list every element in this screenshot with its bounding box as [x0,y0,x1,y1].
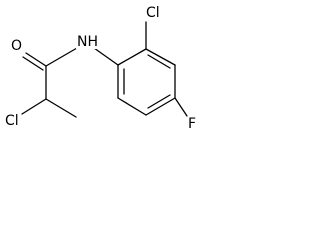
ring-chlorine-label: Cl [145,5,161,21]
amide-nitrogen-label: NH [76,34,99,50]
bond-alpha-methyl [45,98,77,118]
ring-bond-c4-c5 [145,97,176,116]
alpha-chlorine-label: Cl [4,113,20,129]
bond-carbonyl-nitrogen [45,47,78,67]
fluorine-label: F [187,116,198,132]
ring-bond-c5-c6 [117,97,147,116]
ring-bond-c4-c5-inner [147,94,171,109]
bond-ring-fluorine [174,97,188,117]
ring-bond-c1-c2 [117,48,147,66]
bond-carbonyl-double-a [25,52,47,67]
bond-layer [21,21,188,118]
bond-carbonyl-double-b [22,56,44,71]
structure-diagram: O NH Cl Cl F [0,0,228,136]
bond-nitrogen-ring [93,47,119,66]
oxygen-label: O [10,38,24,54]
ring-bond-c2-c3-inner [147,54,171,69]
bond-alpha-chlorine [21,98,47,115]
ring-bond-c2-c3 [145,48,176,66]
